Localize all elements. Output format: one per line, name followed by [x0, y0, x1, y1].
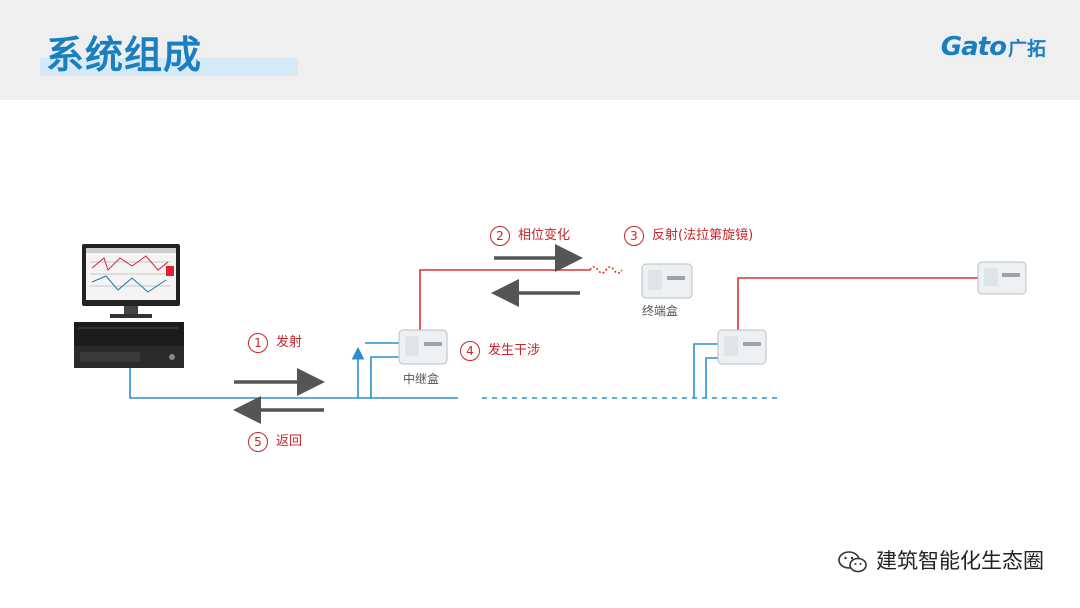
- wechat-icon: [838, 551, 868, 573]
- step-5-text: 返回: [276, 434, 303, 449]
- terminal-box-1: [641, 263, 693, 299]
- title-underline: [40, 58, 298, 76]
- page-title: 系统组成: [46, 33, 203, 77]
- step-4-number: 4: [460, 340, 480, 361]
- signal-arrows: [233, 244, 583, 424]
- logo-text-cn: 广拓: [1007, 38, 1046, 60]
- step-2-label: 2 相位变化: [490, 224, 570, 246]
- watermark-text: 建筑智能化生态圈: [876, 549, 1044, 573]
- blue-fiber: [129, 342, 778, 399]
- step-2-number: 2: [490, 225, 510, 246]
- logo-text-en: Gato: [940, 32, 1007, 62]
- terminal-box-label: 终端盒: [642, 304, 679, 318]
- step-3-label: 3 反射(法拉第旋镜): [624, 224, 753, 246]
- monitor-icon: [82, 244, 180, 318]
- terminal-box-2: [977, 261, 1027, 295]
- relay-box-1: [398, 329, 448, 365]
- step-4-text: 发生干涉: [488, 343, 541, 358]
- step-3-number: 3: [624, 225, 644, 246]
- red-fiber: [419, 266, 980, 332]
- step-3-text: 反射(法拉第旋镜): [652, 228, 754, 243]
- relay-box-2: [717, 329, 767, 365]
- step-4-label: 4 发生干涉: [460, 339, 540, 361]
- step-5-number: 5: [248, 431, 268, 452]
- step-1-label: 1 发射: [248, 331, 302, 353]
- step-2-text: 相位变化: [518, 228, 571, 243]
- step-1-text: 发射: [276, 335, 303, 350]
- step-1-number: 1: [248, 332, 268, 353]
- watermark: 建筑智能化生态圈: [838, 545, 1044, 575]
- relay-box-label: 中继盒: [403, 372, 440, 386]
- step-5-label: 5 返回: [248, 430, 302, 452]
- header-bar: [0, 0, 1080, 100]
- server-icon: [74, 322, 184, 368]
